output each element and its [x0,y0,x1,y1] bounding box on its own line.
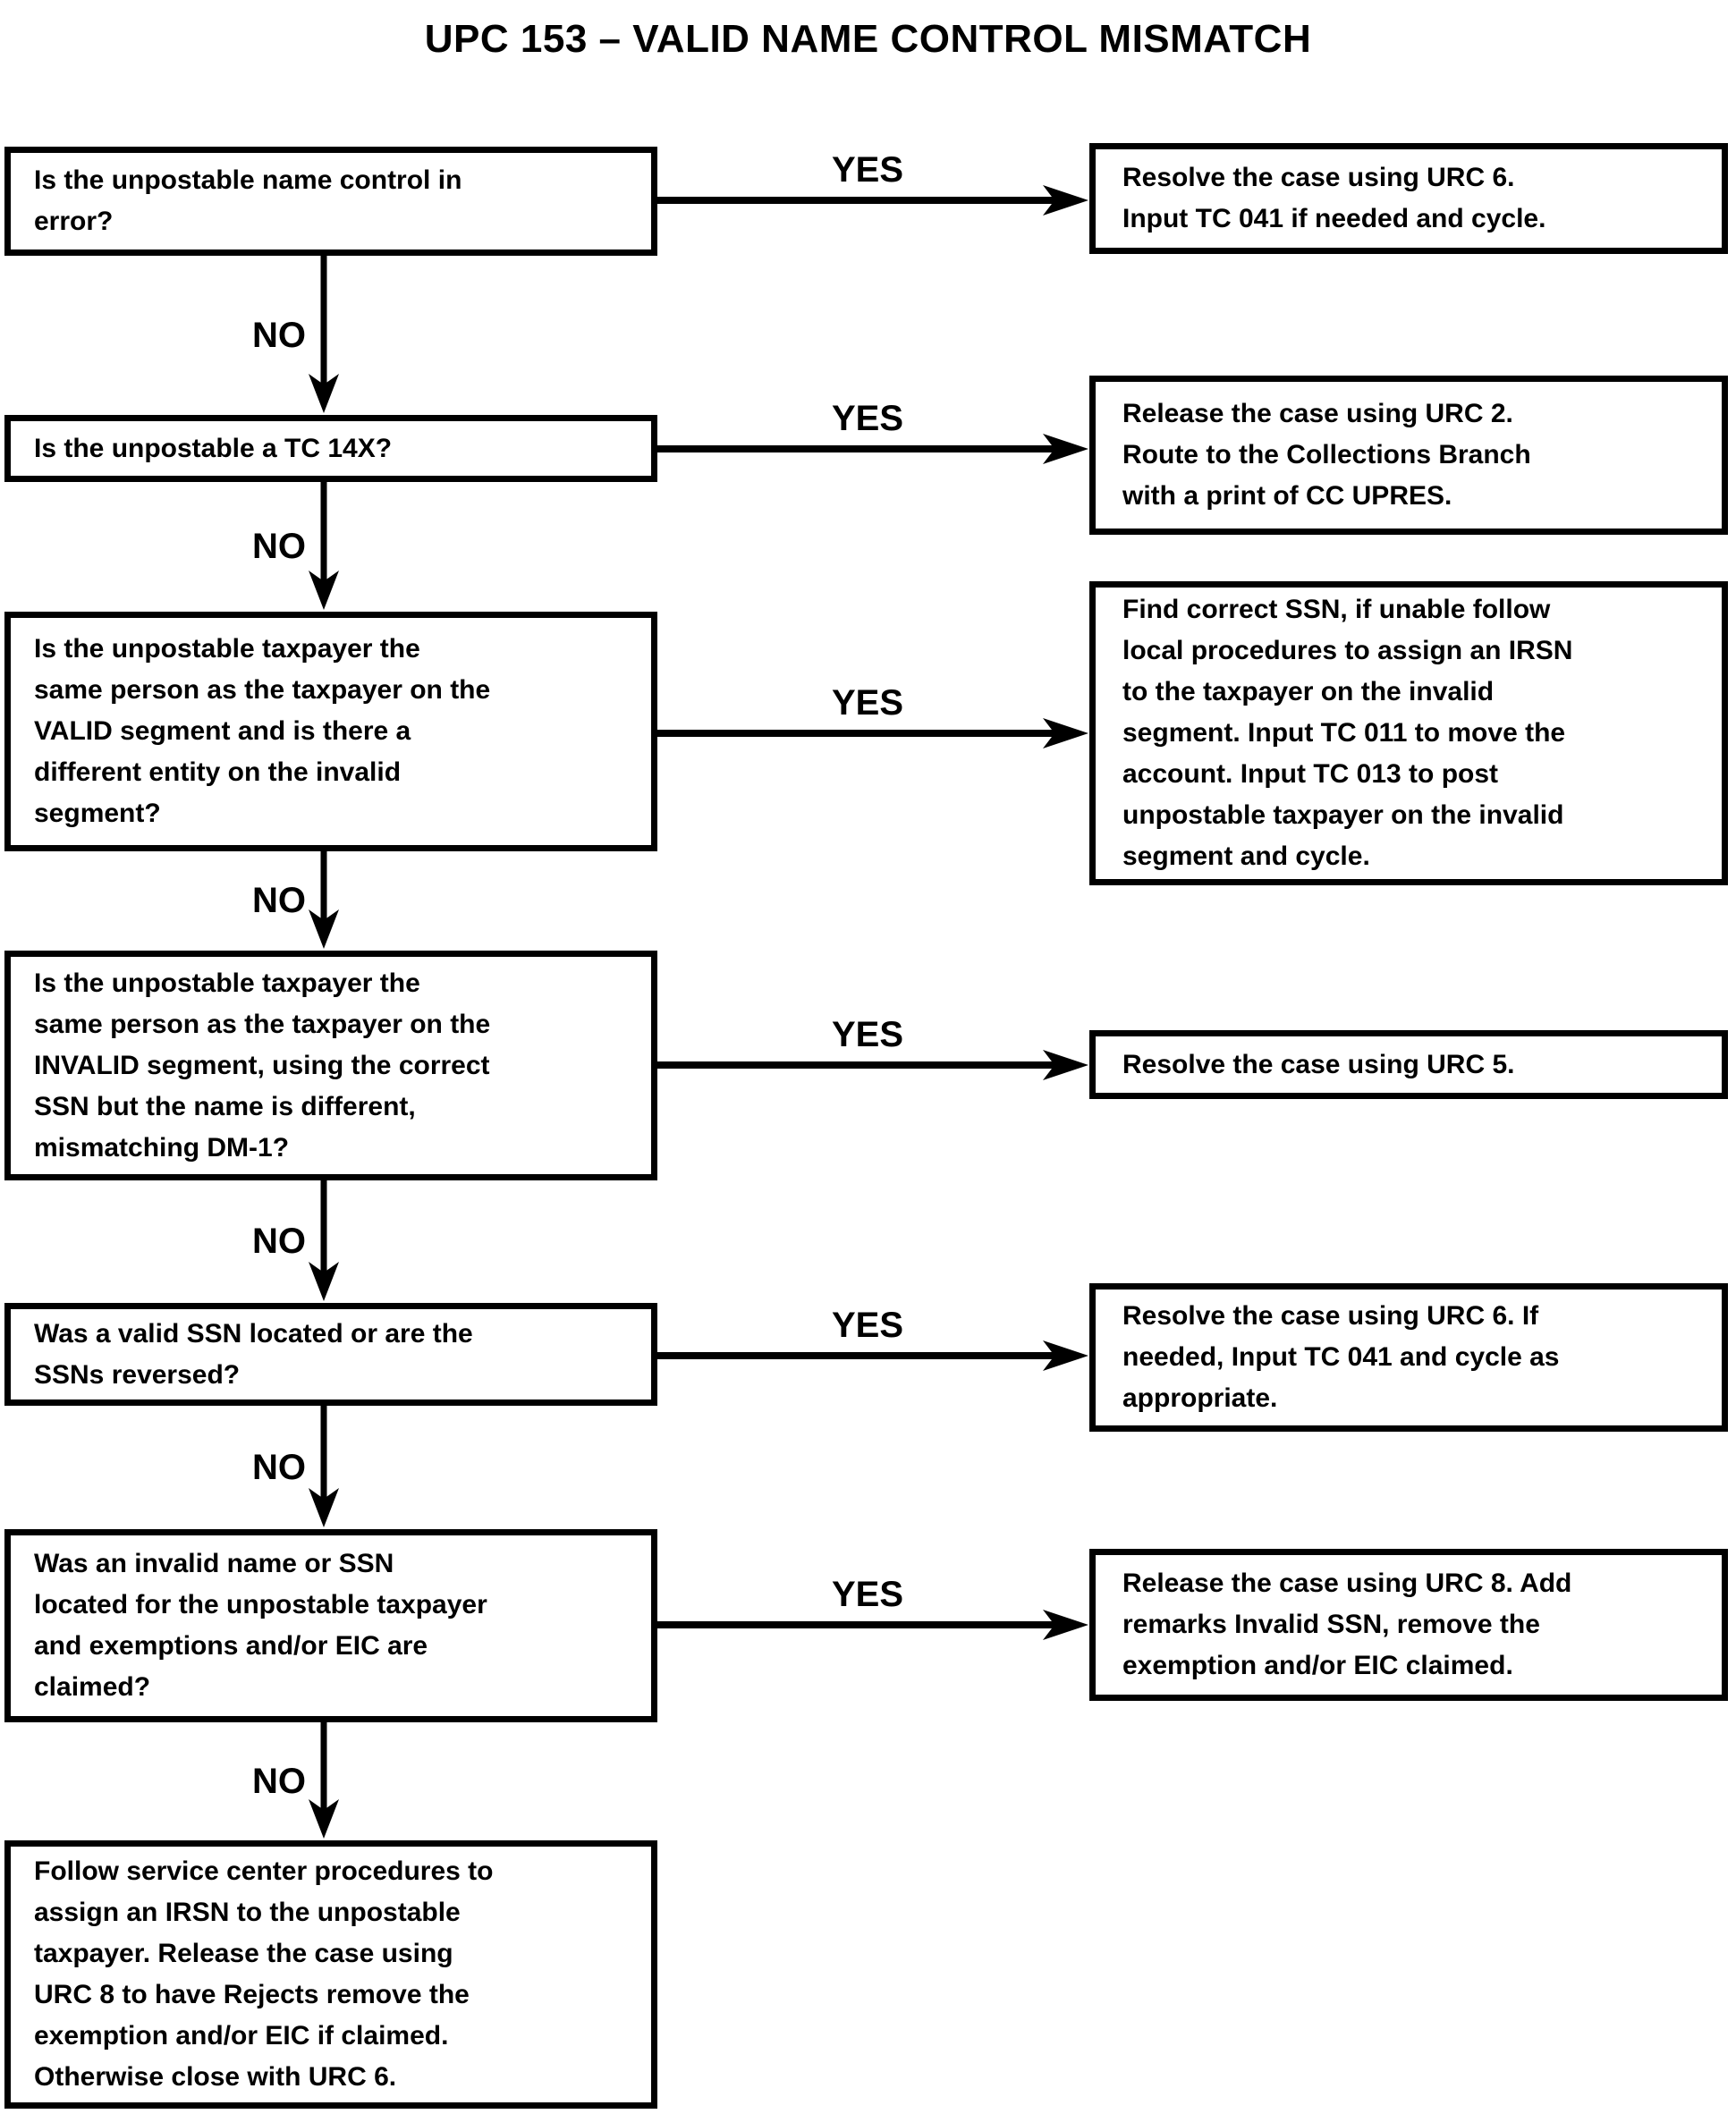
decision-box-3: Is the unpostable taxpayer the same pers… [4,612,657,851]
final-text: Follow service center procedures to assi… [34,1856,494,2092]
yes-arrow-3 [656,718,1088,748]
question-text: Is the unpostable taxpayer the same pers… [34,968,491,1163]
action-text: Resolve the case using URC 6. If needed,… [1122,1301,1560,1413]
no-arrow-2 [309,480,339,610]
yes-arrow-5 [656,1340,1088,1371]
question-text: Is the unpostable name control in error? [34,165,462,236]
question-text: Was a valid SSN located or are the SSNs … [34,1318,473,1390]
no-label-3: NO [252,881,306,920]
decision-box-4: Is the unpostable taxpayer the same pers… [4,951,657,1180]
decision-box-5: Was a valid SSN located or are the SSNs … [4,1303,657,1406]
action-box-5: Resolve the case using URC 6. If needed,… [1089,1283,1728,1432]
yes-label-4: YES [831,1015,904,1054]
action-text: Resolve the case using URC 5. [1122,1049,1515,1079]
page-title: UPC 153 – VALID NAME CONTROL MISMATCH [424,17,1312,62]
no-label-6: NO [252,1762,306,1801]
action-box-6: Release the case using URC 8. Add remark… [1089,1549,1728,1701]
action-text: Find correct SSN, if unable follow local… [1122,595,1573,871]
no-label-1: NO [252,316,306,355]
yes-label-2: YES [831,399,904,438]
question-text: Is the unpostable a TC 14X? [34,433,393,463]
action-box-2: Release the case using URC 2. Route to t… [1089,376,1728,535]
no-label-4: NO [252,1222,306,1261]
yes-arrow-1 [617,185,1088,216]
action-text: Release the case using URC 2. Route to t… [1122,399,1531,511]
no-label-5: NO [252,1448,306,1487]
no-label-2: NO [252,527,306,566]
question-text: Is the unpostable taxpayer the same pers… [34,634,491,828]
action-box-3: Find correct SSN, if unable follow local… [1089,581,1728,885]
yes-arrow-2 [656,434,1088,464]
question-text: Was an invalid name or SSN located for t… [34,1549,487,1702]
yes-label-1: YES [831,150,904,190]
yes-arrow-4 [656,1050,1088,1080]
yes-label-6: YES [831,1575,904,1614]
yes-label-5: YES [831,1306,904,1345]
decision-box-6: Was an invalid name or SSN located for t… [4,1529,657,1722]
decision-box-1: Is the unpostable name control in error? [4,147,657,256]
yes-label-3: YES [831,683,904,723]
decision-box-2: Is the unpostable a TC 14X? [4,415,657,482]
no-arrow-3 [309,850,339,949]
no-arrow-4 [309,1179,339,1301]
final-box: Follow service center procedures to assi… [4,1840,657,2109]
action-text: Resolve the case using URC 6. Input TC 0… [1122,163,1546,233]
no-arrow-5 [309,1404,339,1527]
no-arrow-6 [309,1721,339,1839]
no-arrow-1 [309,254,339,413]
action-box-1: Resolve the case using URC 6. Input TC 0… [1089,143,1728,254]
action-box-4: Resolve the case using URC 5. [1089,1030,1728,1099]
action-text: Release the case using URC 8. Add remark… [1122,1569,1572,1680]
yes-arrow-6 [656,1610,1088,1640]
